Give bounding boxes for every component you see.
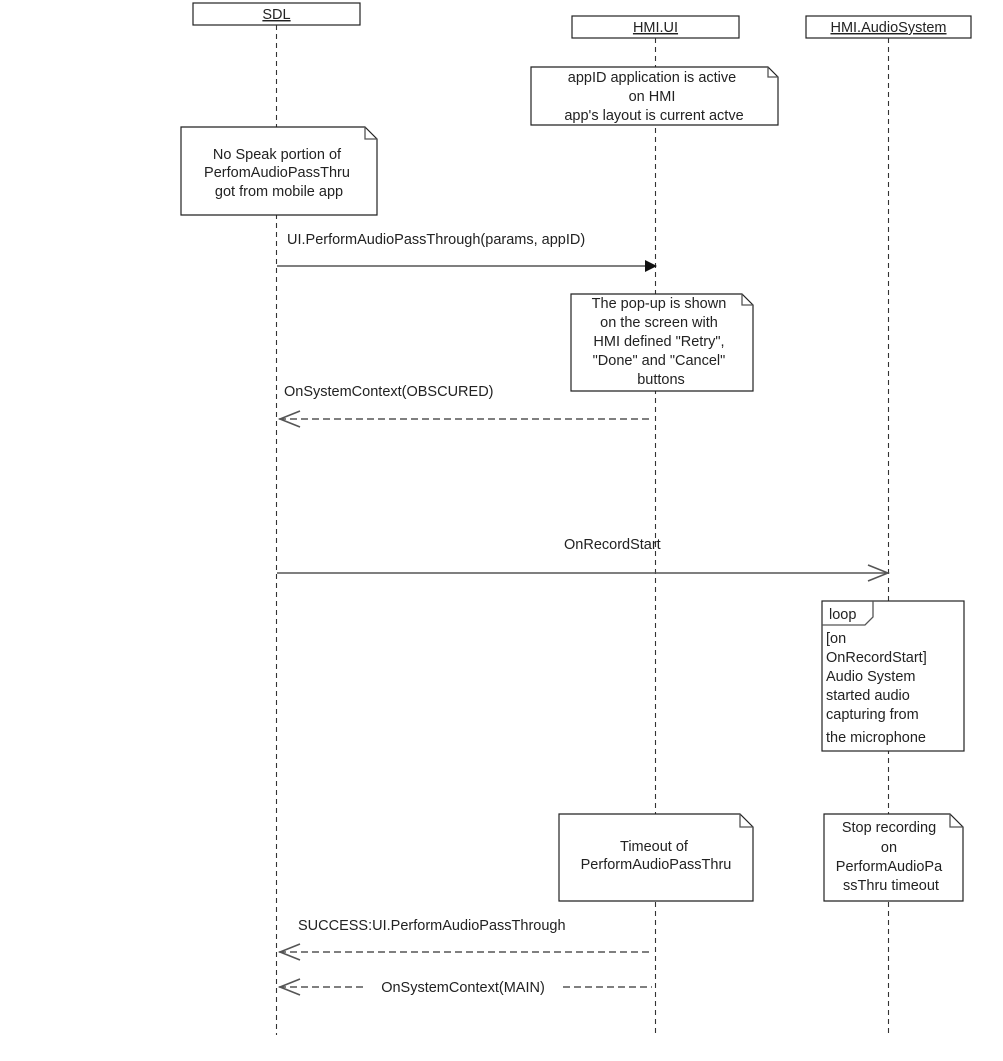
note-no-speak-line-1: No Speak portion of xyxy=(213,147,342,163)
note-no-speak-line-2: PerfomAudioPassThru xyxy=(204,165,350,181)
loop-fragment: loop [on OnRecordStart] Audio System sta… xyxy=(821,600,965,752)
note-timeout-line-2: PerformAudioPassThru xyxy=(581,857,732,873)
note-stop-line-4: ssThru timeout xyxy=(843,878,939,894)
note-app-active: appID application is active on HMI app's… xyxy=(530,66,779,126)
svg-text:No Speak portion of Perf: No Speak portion of PerfomAudioPassThru … xyxy=(204,147,354,200)
message-ui-perform-label: UI.PerformAudioPassThrough(params, appID… xyxy=(287,232,585,248)
loop-guard-line-3: Audio System xyxy=(826,669,915,685)
open-arrowhead-icon xyxy=(277,978,301,996)
open-arrowhead-icon xyxy=(277,943,301,961)
note-popup-line-4: "Done" and "Cancel" xyxy=(593,353,726,369)
note-app-active-line-1: appID application is active xyxy=(568,70,736,86)
svg-text:The pop-up is shown on t: The pop-up is shown on the screen with H… xyxy=(592,296,731,388)
message-on-record-start[interactable]: OnRecordStart xyxy=(277,537,891,582)
loop-tag: loop xyxy=(829,607,856,623)
loop-guard-line-5: capturing from xyxy=(826,707,919,723)
svg-text:appID application is active: appID application is active on HMI app's… xyxy=(564,70,743,124)
lifeline-header-hmi-audio[interactable]: HMI.AudioSystem xyxy=(805,15,972,39)
note-popup-line-2: on the screen with xyxy=(600,315,718,331)
note-popup-line-3: HMI defined "Retry", xyxy=(593,334,724,350)
message-main-label: OnSystemContext(MAIN) xyxy=(381,980,545,996)
note-stop-line-1: Stop recording xyxy=(842,820,936,836)
message-on-system-context-main[interactable]: OnSystemContext(MAIN) xyxy=(277,978,652,996)
note-no-speak: No Speak portion of PerfomAudioPassThru … xyxy=(180,126,378,216)
note-app-active-line-3: app's layout is current actve xyxy=(564,108,743,124)
loop-guard-line-2: OnRecordStart] xyxy=(826,650,927,666)
note-no-speak-line-3: got from mobile app xyxy=(215,184,343,200)
svg-text:Timeout of PerformAudioP: Timeout of PerformAudioPassThru xyxy=(581,839,732,873)
svg-text:[on OnRecordStart]: [on OnRecordStart] Audio System started … xyxy=(826,631,931,746)
lifeline-label-hmi-audio: HMI.AudioSystem xyxy=(830,20,946,36)
message-success-label: SUCCESS:UI.PerformAudioPassThrough xyxy=(298,918,566,934)
svg-text:Stop recording on: Stop recording on PerformAudioPa ssThru … xyxy=(836,820,946,894)
message-on-record-start-label: OnRecordStart xyxy=(564,537,661,553)
filled-arrowhead-icon xyxy=(645,260,657,272)
note-popup-line-5: buttons xyxy=(637,372,685,388)
lifeline-header-hmi-ui[interactable]: HMI.UI xyxy=(571,15,740,39)
note-stop-line-2: on xyxy=(881,840,897,856)
lifeline-label-hmi-ui: HMI.UI xyxy=(633,20,678,36)
loop-guard-line-4: started audio xyxy=(826,688,910,704)
message-obscured-label: OnSystemContext(OBSCURED) xyxy=(284,384,494,400)
message-success[interactable]: SUCCESS:UI.PerformAudioPassThrough xyxy=(277,918,652,961)
message-ui-perform[interactable]: UI.PerformAudioPassThrough(params, appID… xyxy=(277,232,657,272)
note-timeout: Timeout of PerformAudioPassThru xyxy=(558,813,754,902)
note-popup: The pop-up is shown on the screen with H… xyxy=(570,293,754,392)
loop-guard-line-6: the microphone xyxy=(826,730,926,746)
lifeline-label-sdl: SDL xyxy=(262,7,290,23)
loop-guard-line-1: [on xyxy=(826,631,846,647)
open-arrowhead-icon xyxy=(277,410,301,428)
note-stop-line-3: PerformAudioPa xyxy=(836,859,943,875)
open-arrowhead-icon xyxy=(867,564,891,582)
note-app-active-line-2: on HMI xyxy=(629,89,676,105)
note-stop-recording: Stop recording on PerformAudioPa ssThru … xyxy=(823,813,964,902)
note-popup-line-1: The pop-up is shown xyxy=(592,296,727,312)
message-on-system-context-obscured[interactable]: OnSystemContext(OBSCURED) xyxy=(277,384,652,428)
note-timeout-line-1: Timeout of xyxy=(620,839,689,855)
lifeline-header-sdl[interactable]: SDL xyxy=(192,2,361,26)
